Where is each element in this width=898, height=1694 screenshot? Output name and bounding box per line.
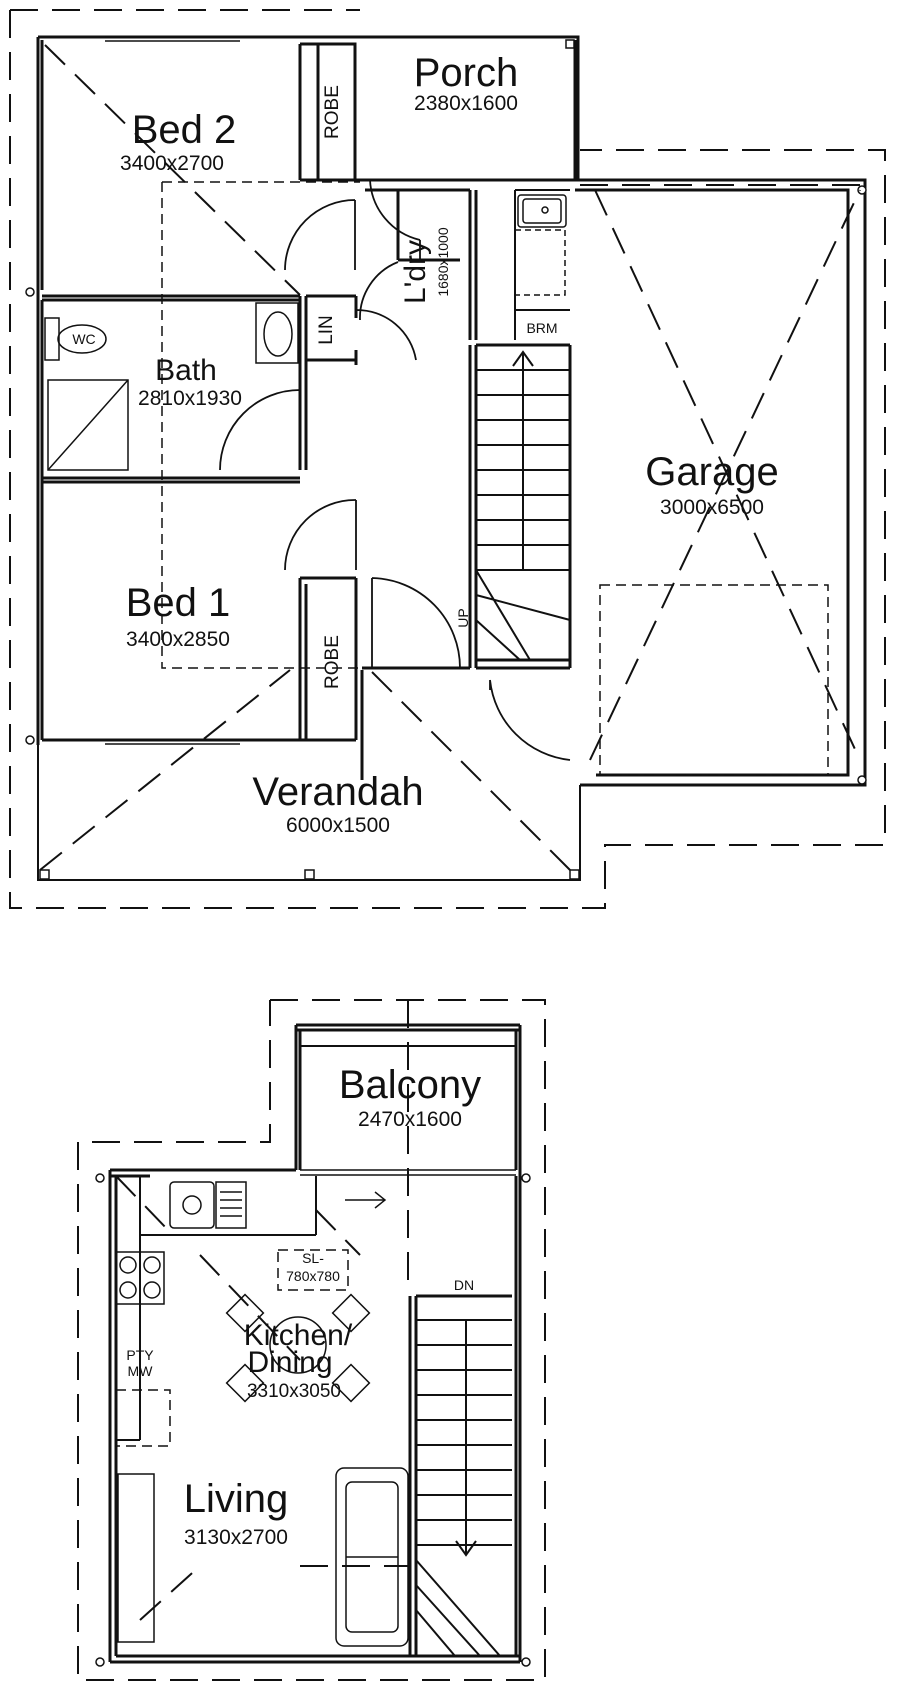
stair-walls [468, 343, 572, 670]
robe-top-label: ROBE [322, 85, 343, 139]
sliding-arrow [345, 1191, 387, 1209]
garage-size: 3000x6500 [660, 496, 764, 519]
bed1-label: Bed 1 [126, 581, 231, 625]
fridge-space [115, 1389, 171, 1447]
porch-label: Porch [414, 51, 519, 95]
first-roof-hips [115, 1000, 409, 1621]
post [95, 1173, 105, 1183]
stair-down-label: DN [454, 1277, 474, 1293]
skylight-label-line2: 780x780 [286, 1268, 340, 1284]
bed1-window [105, 739, 240, 745]
wc-label: WC [72, 331, 95, 347]
post [25, 287, 35, 297]
ground-west-walls [36, 296, 364, 780]
balcony-label: Balcony [339, 1063, 481, 1107]
porch-size: 2380x1600 [414, 92, 518, 115]
laundry-door [369, 179, 421, 260]
porch-walls [360, 35, 580, 180]
ground-floor-plan: UP WC Bed 2 3400x2700 Porch 2380x16 [9, 9, 886, 909]
garage-label: Garage [645, 450, 778, 494]
laundry-door-2 [359, 261, 399, 321]
hall-south-wall [360, 666, 470, 740]
kitchen-dining-size: 3310x3050 [247, 1381, 341, 1402]
robe-bottom-label: ROBE [322, 635, 343, 689]
ground-roof-hips [39, 44, 861, 871]
balcony-size: 2470x1600 [358, 1108, 462, 1131]
bath-walls [42, 294, 308, 484]
cooktop [115, 1251, 165, 1305]
bed2-size: 3400x2700 [120, 152, 224, 175]
post [565, 39, 575, 49]
garage-car-outline [599, 584, 829, 776]
post [521, 1657, 531, 1667]
laundry-size: 1680x1000 [435, 227, 451, 297]
ground-roof-outline [9, 9, 886, 909]
bed1-walls [298, 576, 358, 742]
post [304, 869, 315, 880]
bed2-door [284, 199, 356, 271]
laundry-walls [396, 190, 478, 340]
sofa [335, 1467, 409, 1647]
first-stairs: DN [408, 1277, 512, 1657]
first-floor-plan: DN [77, 999, 546, 1681]
first-floor-walls [108, 1168, 522, 1664]
bed2-window [105, 36, 240, 42]
lin-door [355, 309, 417, 361]
garage-walls [575, 178, 867, 787]
bed2-label: Bed 2 [132, 108, 237, 152]
skylight-label-line1: SL- [302, 1250, 324, 1266]
hall-door [371, 577, 461, 669]
laundry-label: L'dry [399, 240, 432, 304]
brm-label: BRM [526, 320, 557, 336]
living-label: Living [184, 1477, 289, 1521]
lin-walls [306, 294, 358, 365]
kitchen-dining-label-line2: Dining [247, 1346, 332, 1379]
first-roof-outline [77, 999, 546, 1681]
ground-stairs: UP [455, 350, 571, 661]
garage-access-door [489, 679, 571, 761]
lin-label: LIN [316, 315, 337, 345]
bath-label: Bath [155, 354, 217, 387]
vanity-basin [255, 302, 299, 364]
kitchen-sink [169, 1181, 247, 1229]
verandah-label: Verandah [252, 770, 423, 814]
post [39, 869, 50, 880]
post [857, 185, 867, 195]
bed1-door [284, 499, 357, 571]
post [521, 1173, 531, 1183]
verandah-size: 6000x1500 [286, 814, 390, 837]
hall-north-wall [365, 178, 578, 192]
verandah-slab [37, 745, 581, 881]
post [95, 1657, 105, 1667]
wc-fixture: WC [44, 317, 107, 361]
dining-set [225, 1293, 371, 1403]
pantry-label-line2: MW [128, 1363, 154, 1379]
shower [47, 379, 129, 471]
post [569, 869, 580, 880]
kitchen-bench [116, 1176, 317, 1441]
bath-door [219, 389, 301, 471]
ground-roof-inner-outline [161, 181, 368, 669]
bed1-size: 3400x2850 [126, 628, 230, 651]
living-size: 3130x2700 [184, 1526, 288, 1549]
kitchen-dining-label-line1: Kitchen/ [244, 1319, 353, 1352]
stair-up-label: UP [455, 608, 471, 627]
pantry-label-line1: PTY [126, 1347, 154, 1363]
bed2-robe-wall [298, 42, 365, 182]
skylight-outline [277, 1249, 349, 1291]
tv-unit [117, 1473, 155, 1643]
bath-size: 2810x1930 [138, 387, 242, 410]
post [25, 735, 35, 745]
post [857, 775, 867, 785]
laundry-tub [514, 194, 567, 296]
